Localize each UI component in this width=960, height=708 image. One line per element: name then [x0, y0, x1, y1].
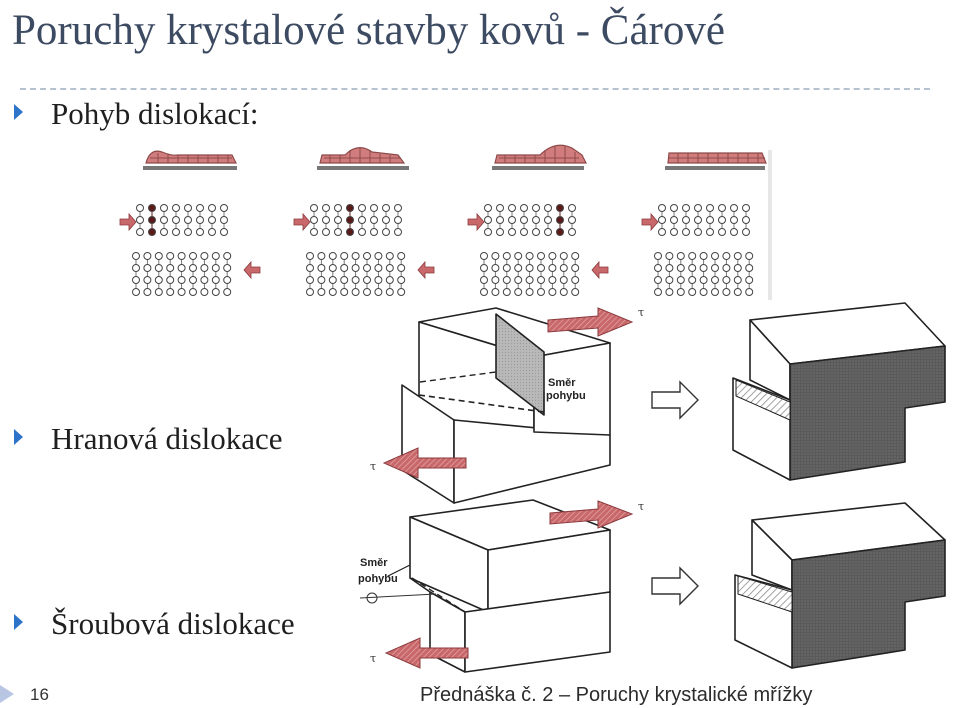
- caterpillar-analogy-3: [492, 145, 586, 170]
- atom-lattice-panel: [468, 205, 608, 296]
- edge-dislocation-block: [402, 308, 610, 503]
- atom-lattice-panel: [120, 205, 260, 296]
- footer-triangle-icon: [0, 685, 14, 703]
- tau-symbol: τ: [370, 652, 376, 665]
- tau-symbol: τ: [370, 460, 376, 473]
- page-number: 16: [30, 685, 49, 705]
- transition-arrow-icon: [652, 568, 698, 604]
- caterpillar-analogy-1: [143, 151, 237, 170]
- tau-symbol: τ: [638, 500, 644, 513]
- screw-dislocation-block: [410, 500, 610, 672]
- footer-title: Přednáška č. 2 – Poruchy krystalické mří…: [420, 684, 812, 707]
- caterpillar-analogy-2: [317, 147, 409, 170]
- atom-lattice-panel: [642, 205, 753, 296]
- edge-dislocation-result-block: [733, 303, 945, 480]
- transition-arrow-icon: [652, 382, 698, 418]
- atom-lattice-panel: [294, 205, 434, 296]
- atom-lattice-diagrams: [120, 205, 753, 296]
- tau-symbol: τ: [638, 306, 644, 319]
- caterpillar-analogy-4: [665, 153, 766, 170]
- screw-dislocation-result-block: [735, 503, 945, 668]
